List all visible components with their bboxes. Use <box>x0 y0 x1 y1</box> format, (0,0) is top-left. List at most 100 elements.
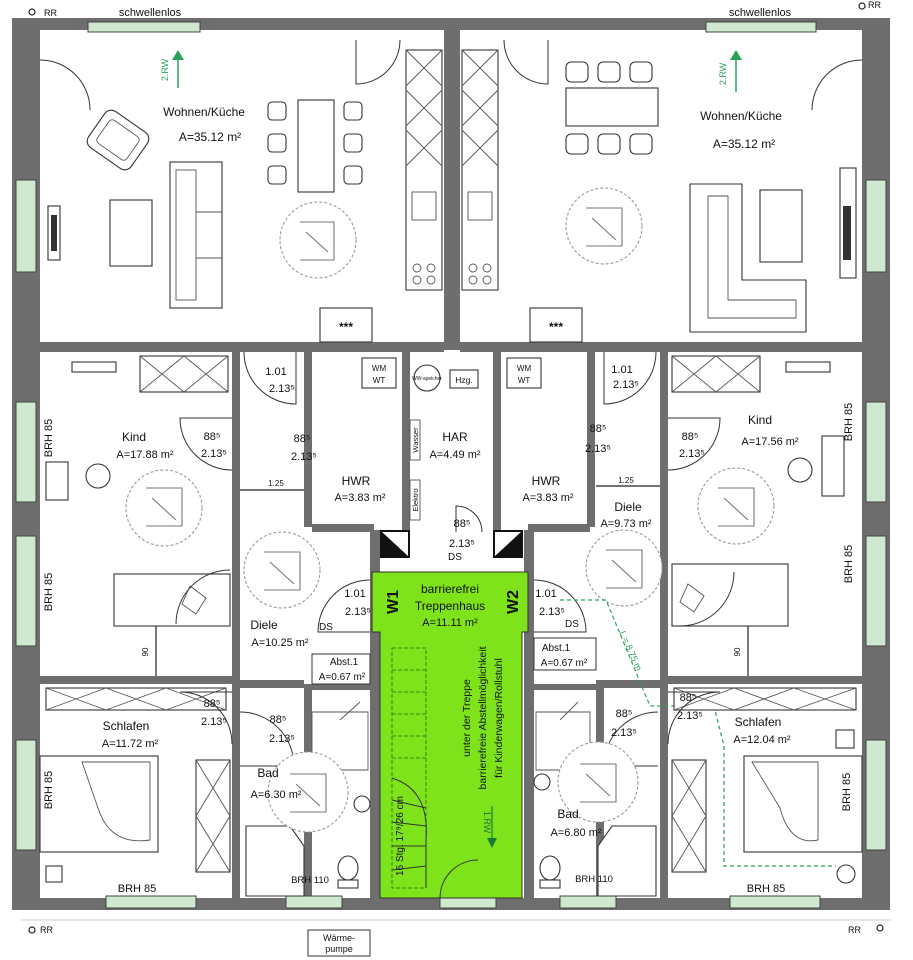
right-kind-door-h: 2.13⁵ <box>679 448 705 460</box>
right-dim125: 1.25 <box>618 476 634 485</box>
right-unit: 2.RW *** Wohnen/Küche A=35.12 m² <box>461 39 863 897</box>
right-abst-area: A=0.67 m² <box>541 658 588 669</box>
stair-steps: 16 Stg. 17⁹/26 cm <box>395 796 406 876</box>
left-schlafen-door-w: 88⁵ <box>204 698 221 710</box>
right-abst-name: Abst.1 <box>542 643 571 654</box>
right-kind-door-w: 88⁵ <box>682 431 699 443</box>
right-bad-name: Bad <box>557 807 578 821</box>
har-area: A=4.49 m² <box>429 449 480 461</box>
har-ds: DS <box>448 552 462 563</box>
annotations: schwellenlos schwellenlos RR RR RR RR Wä… <box>20 0 892 957</box>
right-diele-name: Diele <box>614 500 642 514</box>
stair-line1: barrierefrei <box>421 582 479 596</box>
left-bad-area: A=6.30 m² <box>250 789 301 801</box>
right-wohnen-area: A=35.12 m² <box>713 137 775 151</box>
right-brh-schlafen2: BRH 85 <box>747 883 786 895</box>
stairwell: barrierefrei Treppenhaus A=11.11 m² W1 W… <box>371 571 529 899</box>
left-hwr-name: HWR <box>342 474 371 488</box>
center-rooms: WW-speicher Hzg. Wasser Elektro HAR A=4.… <box>409 364 483 563</box>
right-hwr-door-h: 2.13⁵ <box>585 443 611 455</box>
right-wohnen-name: Wohnen/Küche <box>700 109 782 123</box>
stair-note3: für Kinderwagen/Rollstuhl <box>493 658 505 778</box>
left-wohnen-name: Wohnen/Küche <box>163 105 245 119</box>
left-abst-name: Abst.1 <box>330 657 359 668</box>
left-w1-ds: DS <box>319 622 333 633</box>
right-escape: 2.RW <box>718 62 728 85</box>
left-kind-door-h: 2.13⁵ <box>201 448 227 460</box>
right-schlafen-door-h: 2.13⁵ <box>677 710 703 722</box>
hzg-label: Hzg. <box>455 375 472 385</box>
left-diele-door1-h: 2.13⁵ <box>269 383 295 395</box>
left-hwr-area: A=3.83 m² <box>334 492 385 504</box>
left-brh-kind2: BRH 85 <box>43 573 55 612</box>
rr-top-right: RR <box>868 0 881 10</box>
right-bad-area: A=6.80 m² <box>550 827 601 839</box>
left-w1-door-w: 1.01 <box>344 588 365 600</box>
left-diele-door1-w: 1.01 <box>265 366 286 378</box>
windows <box>15 21 887 909</box>
ww-label: WW-speicher <box>412 376 442 382</box>
left-unit: 2.RW *** <box>39 39 443 897</box>
left-kind-name: Kind <box>122 430 146 444</box>
right-w2-door-w: 1.01 <box>535 588 556 600</box>
left-kind-door-w: 88⁵ <box>204 431 221 443</box>
left-hwr-door-w: 88⁵ <box>294 433 311 445</box>
elektro-label: Elektro <box>411 488 420 511</box>
right-brh-kind2: BRH 85 <box>843 545 855 584</box>
stair-w2: W2 <box>505 590 522 614</box>
left-wt: WT <box>373 376 386 385</box>
stair-direction: 1.RW <box>482 811 492 834</box>
left-diele-area: A=10.25 m² <box>251 637 309 649</box>
right-diele-door1-h: 2.13⁵ <box>613 379 639 391</box>
right-wt: WT <box>518 376 531 385</box>
left-stars: *** <box>339 320 353 334</box>
right-brh-schlafen1: BRH 85 <box>841 773 853 812</box>
left-schlafen-area: A=11.72 m² <box>102 738 159 750</box>
right-hwr-door-w: 88⁵ <box>590 423 607 435</box>
har-door-h: 2.13⁵ <box>449 538 475 550</box>
wasser-label: Wasser <box>411 427 420 453</box>
right-dist: L = 8.75 m <box>618 629 644 672</box>
left-bad-door-h: 2.13⁵ <box>269 733 295 745</box>
heatpump-line1: Wärme- <box>323 933 355 943</box>
right-schlafen-name: Schlafen <box>735 715 782 729</box>
right-kind-name: Kind <box>748 413 772 427</box>
right-w2-door-h: 2.13⁵ <box>539 606 565 618</box>
left-brh-schlafen1: BRH 85 <box>43 771 55 810</box>
left-diele-name: Diele <box>250 618 278 632</box>
left-kind-area: A=17.88 m² <box>116 449 174 461</box>
right-wm: WM <box>517 364 532 373</box>
right-diele-area: A=9.73 m² <box>600 518 651 530</box>
left-dim125: 1.25 <box>268 479 284 488</box>
right-schlafen-area: A=12.04 m² <box>733 734 791 746</box>
left-schlafen-name: Schlafen <box>103 719 150 733</box>
left-brh110: BRH 110 <box>291 875 329 886</box>
threshold-left: schwellenlos <box>119 7 182 19</box>
har-name: HAR <box>442 430 468 444</box>
stair-note2: barrierefreie Abstellmöglichkeit <box>477 646 489 789</box>
left-brh-schlafen2: BRH 85 <box>118 883 157 895</box>
left-abst-area: A=0.67 m² <box>319 672 366 683</box>
left-hwr-door-h: 2.13⁵ <box>291 451 317 463</box>
right-schlafen-door-w: 88⁵ <box>680 692 697 704</box>
left-wm: WM <box>372 364 387 373</box>
left-wohnen-area: A=35.12 m² <box>179 130 241 144</box>
left-bad-name: Bad <box>257 766 278 780</box>
left-brh-kind: BRH 85 <box>43 419 55 458</box>
left-w1-door-h: 2.13⁵ <box>345 606 371 618</box>
har-door-w: 88⁵ <box>454 518 471 530</box>
rr-top-left: RR <box>44 8 57 18</box>
right-hwr-area: A=3.83 m² <box>522 492 573 504</box>
right-bad-door-h: 2.13⁵ <box>611 727 637 739</box>
left-bad-door-w: 88⁵ <box>270 714 287 726</box>
heatpump-line2: pumpe <box>325 944 353 954</box>
left-schlafen-door-h: 2.13⁵ <box>201 716 227 728</box>
right-hwr-name: HWR <box>532 474 561 488</box>
right-brh110: BRH 110 <box>575 874 613 885</box>
rr-bottom-left: RR <box>40 925 53 935</box>
right-brh-kind: BRH 85 <box>843 403 855 442</box>
left-dim90: 90 <box>141 647 150 656</box>
right-w2-ds: DS <box>565 619 579 630</box>
stair-area: A=11.11 m² <box>422 617 478 629</box>
